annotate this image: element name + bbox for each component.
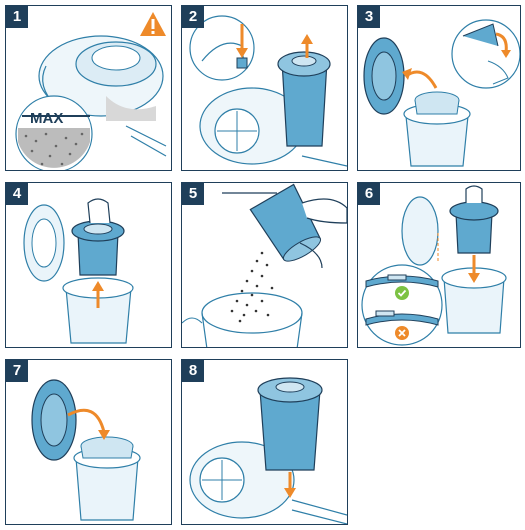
- step-5-panel: 5: [181, 182, 348, 348]
- warning-icon: [140, 12, 166, 36]
- step-number: 6: [358, 183, 380, 205]
- step-number: 4: [6, 183, 28, 205]
- step-number: 7: [6, 360, 28, 382]
- vacuum-full-container-illustration: [15, 35, 167, 170]
- lift-filter-illustration: [23, 198, 134, 344]
- step-6-panel: 6: [357, 182, 521, 348]
- step-number: 3: [358, 6, 380, 28]
- open-lid-illustration: [363, 19, 520, 167]
- step-4-panel: 4: [5, 182, 172, 348]
- step-number: 2: [182, 6, 204, 28]
- max-fill-label: MAX: [30, 110, 64, 127]
- step-3-panel: 3: [357, 5, 521, 171]
- reinstall-container-illustration: [189, 377, 347, 524]
- press-release-remove-container-illustration: [189, 15, 347, 167]
- empty-container-illustration: [182, 183, 347, 347]
- cross-icon: [395, 326, 409, 340]
- step-1-panel: 1 MAX: [5, 5, 172, 171]
- step-number: 8: [182, 360, 204, 382]
- reinsert-filter-illustration: [361, 185, 507, 346]
- step-number: 5: [182, 183, 204, 205]
- check-icon: [395, 286, 409, 300]
- step-8-panel: 8: [181, 359, 348, 525]
- step-number: 1: [6, 6, 28, 28]
- step-2-panel: 2: [181, 5, 348, 171]
- close-lid-illustration: [31, 379, 141, 521]
- step-7-panel: 7: [5, 359, 172, 525]
